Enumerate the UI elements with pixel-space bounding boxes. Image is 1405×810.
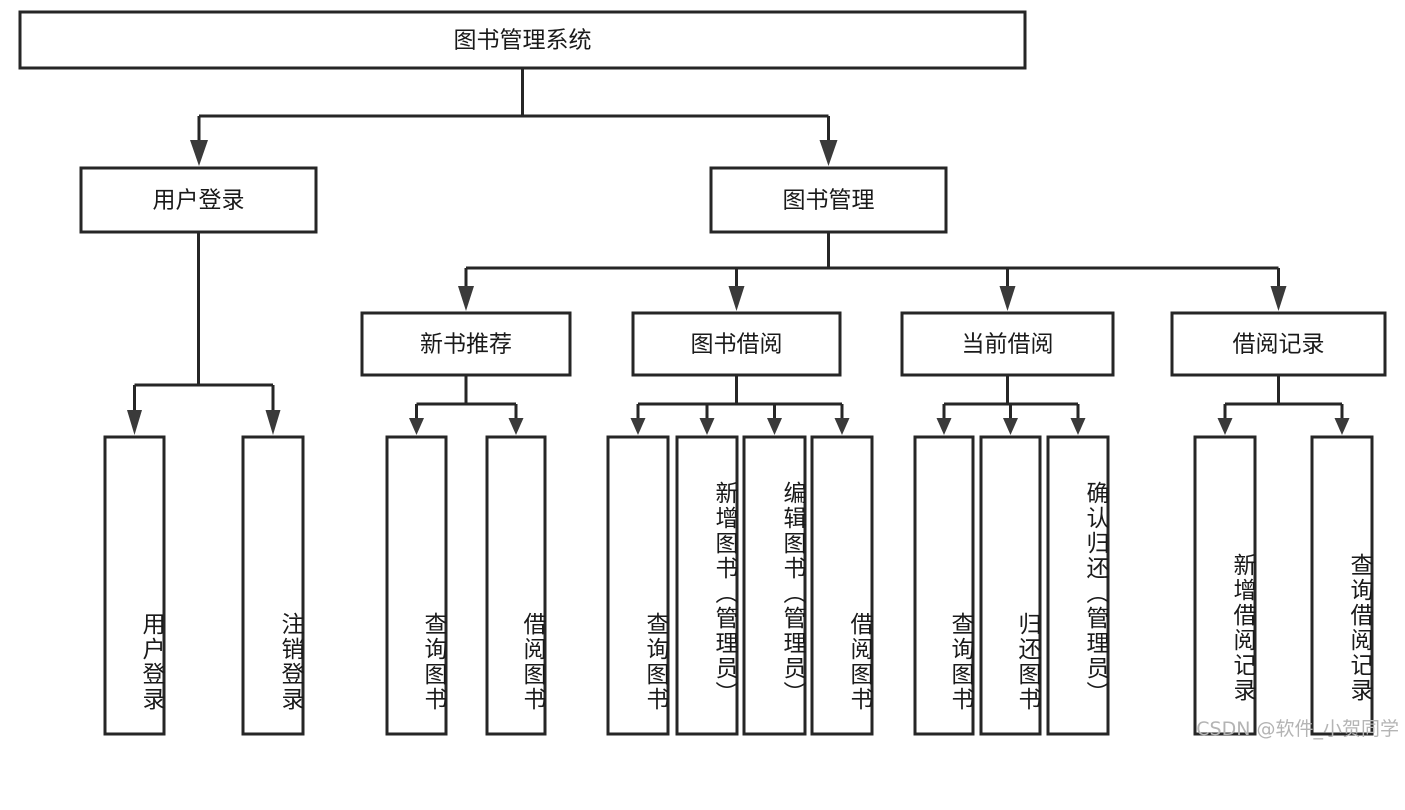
arrow-to-user-login	[190, 140, 208, 166]
node-box-leaf-add-borrow-record[interactable]	[1193, 435, 1257, 736]
flowchart-svg: 图书管理系统 用户登录 图书管理 新书推荐 图书借阅 当前借阅 借阅记录	[18, 10, 1387, 736]
arrow-to-leaf-borrow-book-recommend	[508, 418, 524, 435]
arrow-to-leaf-logout	[265, 410, 281, 435]
csdn-watermark: CSDN @软件_小贺同学	[1196, 718, 1399, 740]
arrow-to-borrow-record	[1270, 286, 1287, 311]
node-box-leaf-user-login[interactable]	[103, 435, 166, 736]
node-box-leaf-query-book-recommend[interactable]	[385, 435, 448, 736]
arrow-to-leaf-user-login	[127, 410, 142, 435]
edge-layer	[133, 68, 1344, 418]
edge-bookborrow-to-bus	[636, 375, 844, 418]
node-box-new-book-recommend[interactable]	[360, 311, 572, 377]
node-box-leaf-query-book-current[interactable]	[913, 435, 975, 736]
node-box-leaf-query-borrow-record[interactable]	[1310, 435, 1374, 736]
node-box-leaf-confirm-return-admin[interactable]	[1046, 435, 1110, 736]
node-box-leaf-borrow-book-recommend[interactable]	[485, 435, 547, 736]
arrow-to-leaf-return-book	[1003, 418, 1018, 435]
node-label-borrow-record: 借阅记录	[1233, 332, 1325, 358]
node-box-leaf-return-book[interactable]	[979, 435, 1042, 736]
edge-borrowrecord-to-bus	[1223, 375, 1344, 418]
arrow-to-new-book-recommend	[458, 286, 474, 311]
flowchart-canvas: 图书管理系统 用户登录 图书管理 新书推荐 图书借阅 当前借阅 借阅记录	[18, 10, 1399, 740]
node-layer: 图书管理系统 用户登录 图书管理 新书推荐 图书借阅 当前借阅 借阅记录	[18, 10, 1387, 736]
arrow-to-leaf-add-borrow-record	[1217, 418, 1233, 435]
arrow-to-book-management	[819, 140, 838, 166]
arrow-to-leaf-borrow-book	[834, 418, 850, 435]
arrow-to-current-borrow	[999, 286, 1016, 311]
arrow-to-leaf-query-borrow-record	[1334, 418, 1350, 435]
arrowhead-layer	[127, 140, 1350, 435]
node-box-book-management[interactable]	[709, 166, 948, 234]
node-box-leaf-logout[interactable]	[241, 435, 305, 736]
edge-root-to-bus	[197, 68, 830, 140]
edge-userlogin-to-bus	[133, 232, 275, 410]
node-label-new-book-recommend: 新书推荐	[420, 332, 512, 358]
node-box-borrow-record[interactable]	[1170, 311, 1387, 377]
arrow-to-leaf-query-book-borrow	[630, 418, 646, 435]
node-label-book-borrow: 图书借阅	[691, 332, 783, 358]
node-box-book-borrow[interactable]	[631, 311, 842, 377]
edge-recommend-to-bus	[415, 375, 518, 418]
node-box-user-login[interactable]	[79, 166, 318, 234]
arrow-to-leaf-edit-book-admin	[767, 418, 782, 435]
node-box-leaf-edit-book-admin[interactable]	[742, 435, 807, 736]
arrow-to-leaf-query-book-recommend	[409, 418, 424, 435]
node-box-root[interactable]	[18, 10, 1027, 70]
node-label-user-login: 用户登录	[153, 188, 245, 214]
node-box-leaf-add-book-admin[interactable]	[675, 435, 739, 736]
node-label-book-management: 图书管理	[783, 188, 875, 214]
edge-currentborrow-to-bus	[942, 375, 1080, 418]
node-box-leaf-borrow-book[interactable]	[810, 435, 874, 736]
arrow-to-book-borrow	[728, 286, 745, 311]
node-label-current-borrow: 当前借阅	[962, 332, 1054, 358]
arrow-to-leaf-query-book-current	[936, 418, 952, 435]
edge-bookmgmt-to-bus	[464, 232, 1280, 286]
arrow-to-leaf-confirm-return-admin	[1070, 418, 1086, 435]
arrow-to-leaf-add-book-admin	[699, 418, 715, 435]
node-label-root: 图书管理系统	[454, 28, 592, 54]
node-box-current-borrow[interactable]	[900, 311, 1115, 377]
node-box-leaf-query-book-borrow[interactable]	[606, 435, 670, 736]
